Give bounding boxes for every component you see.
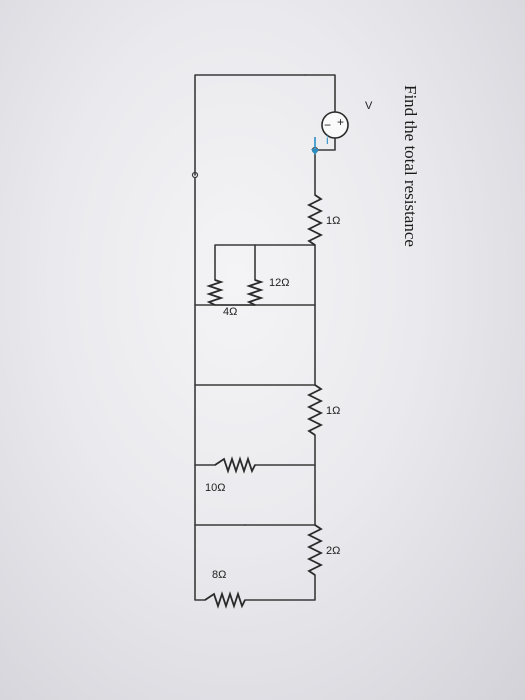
source-plus: + bbox=[337, 115, 344, 129]
source-top-wire bbox=[314, 136, 336, 151]
current-arrowhead bbox=[311, 149, 319, 155]
current-label: i bbox=[326, 133, 329, 147]
resistor-1ohm-a bbox=[306, 194, 324, 246]
r2-label: 2Ω bbox=[326, 545, 340, 557]
resistor-10ohm bbox=[214, 456, 256, 474]
r8-label: 8Ω bbox=[212, 569, 226, 581]
r4-label: 4Ω bbox=[223, 306, 237, 318]
r4-wires bbox=[214, 244, 256, 306]
r10-label: 10Ω bbox=[205, 482, 225, 494]
resistor-1ohm-b bbox=[306, 384, 324, 436]
bottom-rail bbox=[194, 174, 206, 601]
r1-label: 1Ω bbox=[326, 215, 340, 227]
r12-label: 12Ω bbox=[269, 277, 289, 289]
resistor-12ohm bbox=[246, 279, 264, 306]
resistor-4ohm bbox=[206, 279, 224, 306]
resistor-8ohm bbox=[204, 591, 246, 609]
terminal-bottom-wire bbox=[194, 74, 306, 176]
top-rail-end bbox=[244, 574, 316, 601]
source-label: V bbox=[365, 100, 373, 112]
resistor-2ohm bbox=[306, 524, 324, 576]
voltage-source bbox=[321, 111, 349, 139]
r1b-label: 1Ω bbox=[326, 405, 340, 417]
question-title: Find the total resistance bbox=[401, 85, 420, 247]
source-minus: − bbox=[324, 118, 331, 132]
source-bottom-wire bbox=[304, 74, 336, 114]
